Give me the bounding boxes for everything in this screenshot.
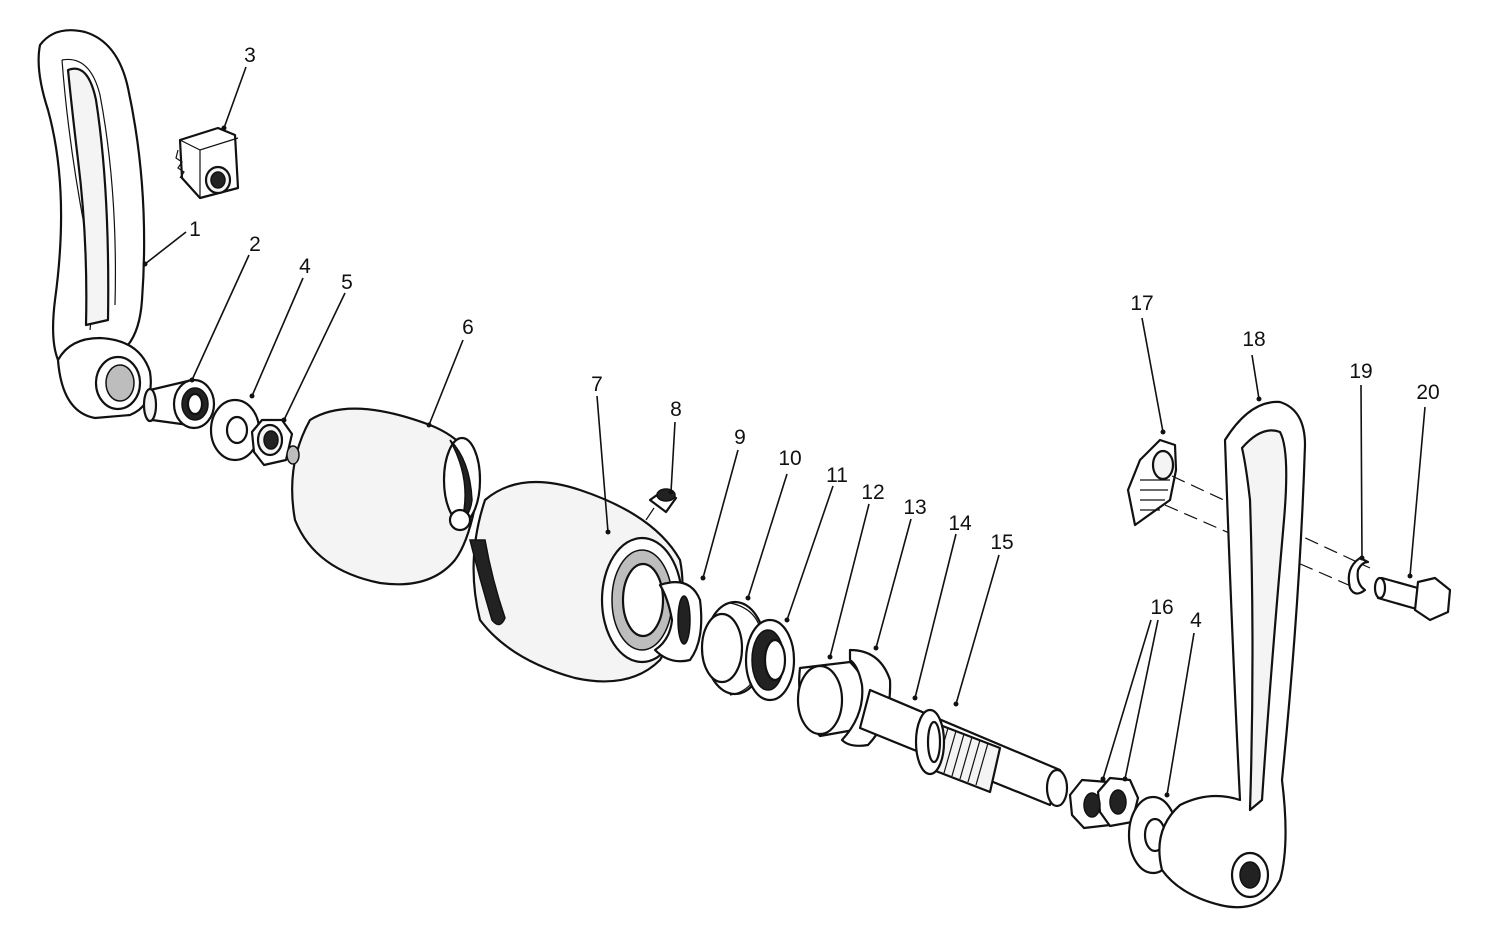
part-17-clamp-block <box>1126 438 1178 527</box>
part-6-hub-shell <box>286 407 482 586</box>
callout-4: 4 <box>299 255 311 278</box>
part-19-snap-ring <box>1347 556 1370 595</box>
part-5-nut <box>250 418 294 467</box>
part-11-bearing-cone <box>744 618 796 702</box>
part-1-left-crank-arm <box>37 29 152 420</box>
callout-17: 17 <box>1130 292 1153 315</box>
part-7-bearing-housing <box>469 480 684 683</box>
callout-20: 20 <box>1416 381 1439 404</box>
callout-16: 16 <box>1150 596 1173 619</box>
callout-14: 14 <box>948 512 972 535</box>
callout-2: 2 <box>249 233 261 256</box>
callout-18: 18 <box>1242 328 1265 351</box>
callout-13: 13 <box>903 496 926 519</box>
callout-19: 19 <box>1349 360 1372 383</box>
part-14-axle-shaft <box>858 688 1069 808</box>
callout-5: 5 <box>341 271 353 294</box>
callout-10: 10 <box>778 447 801 470</box>
callout-8: 8 <box>670 398 682 421</box>
part-3-clamp-block <box>175 126 240 200</box>
part-15-thrust-washer <box>914 708 946 776</box>
callout-4-right: 4 <box>1190 609 1202 632</box>
part-18-right-crank-arm <box>1158 400 1307 909</box>
part-20-hex-bolt <box>1373 576 1452 622</box>
callout-7: 7 <box>591 373 603 396</box>
part-4-washer-left <box>209 398 261 462</box>
leader-lines <box>142 66 1426 798</box>
callout-labels: 1 2 3 4 5 6 7 8 9 10 11 12 13 14 15 16 4… <box>189 44 1440 632</box>
callout-6: 6 <box>462 316 474 339</box>
part-16-jam-nuts <box>1068 776 1140 830</box>
callout-15: 15 <box>990 531 1013 554</box>
part-2-needle-bearing <box>142 378 216 430</box>
callout-3: 3 <box>244 44 256 67</box>
callout-12: 12 <box>861 481 884 504</box>
callout-9: 9 <box>734 426 746 449</box>
callout-11: 11 <box>826 464 848 487</box>
callout-1: 1 <box>189 218 201 241</box>
part-12-collar <box>796 660 871 738</box>
part-9-seal <box>653 581 703 663</box>
